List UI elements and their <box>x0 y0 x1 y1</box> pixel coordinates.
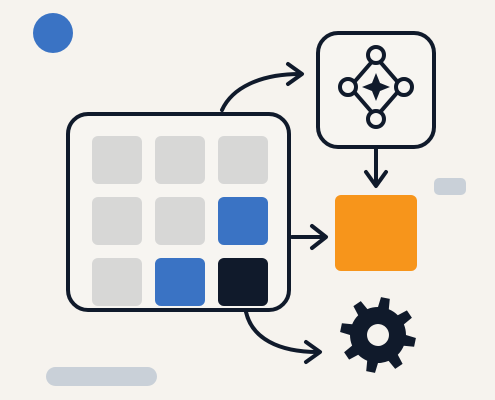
gear-hole <box>367 324 389 346</box>
network-node-box <box>316 31 436 149</box>
grid-cell-gray <box>92 136 142 184</box>
grid-cell-gray <box>155 197 205 245</box>
grid-cell-blue <box>218 197 268 245</box>
grid-cell-gray <box>155 136 205 184</box>
decorative-dot <box>33 13 73 53</box>
arrowhead-network <box>286 62 304 86</box>
network-node-icon <box>338 45 414 129</box>
arrow-to-gear <box>244 310 320 354</box>
decorative-pill-right <box>434 178 466 195</box>
arrow-to-network <box>220 72 302 112</box>
output-square <box>335 195 417 271</box>
arrowhead-output-top <box>364 170 388 188</box>
grid-cell-gray <box>92 258 142 306</box>
grid-cell-blue <box>155 258 205 306</box>
decorative-pill-bottom <box>46 367 157 386</box>
arrowhead-output-left <box>310 224 328 250</box>
arrowhead-gear <box>304 340 322 364</box>
grid-panel <box>66 112 291 312</box>
grid-cell-gray <box>92 197 142 245</box>
grid-cell-dark <box>218 258 268 306</box>
gear-icon <box>340 297 416 373</box>
grid-cell-gray <box>218 136 268 184</box>
